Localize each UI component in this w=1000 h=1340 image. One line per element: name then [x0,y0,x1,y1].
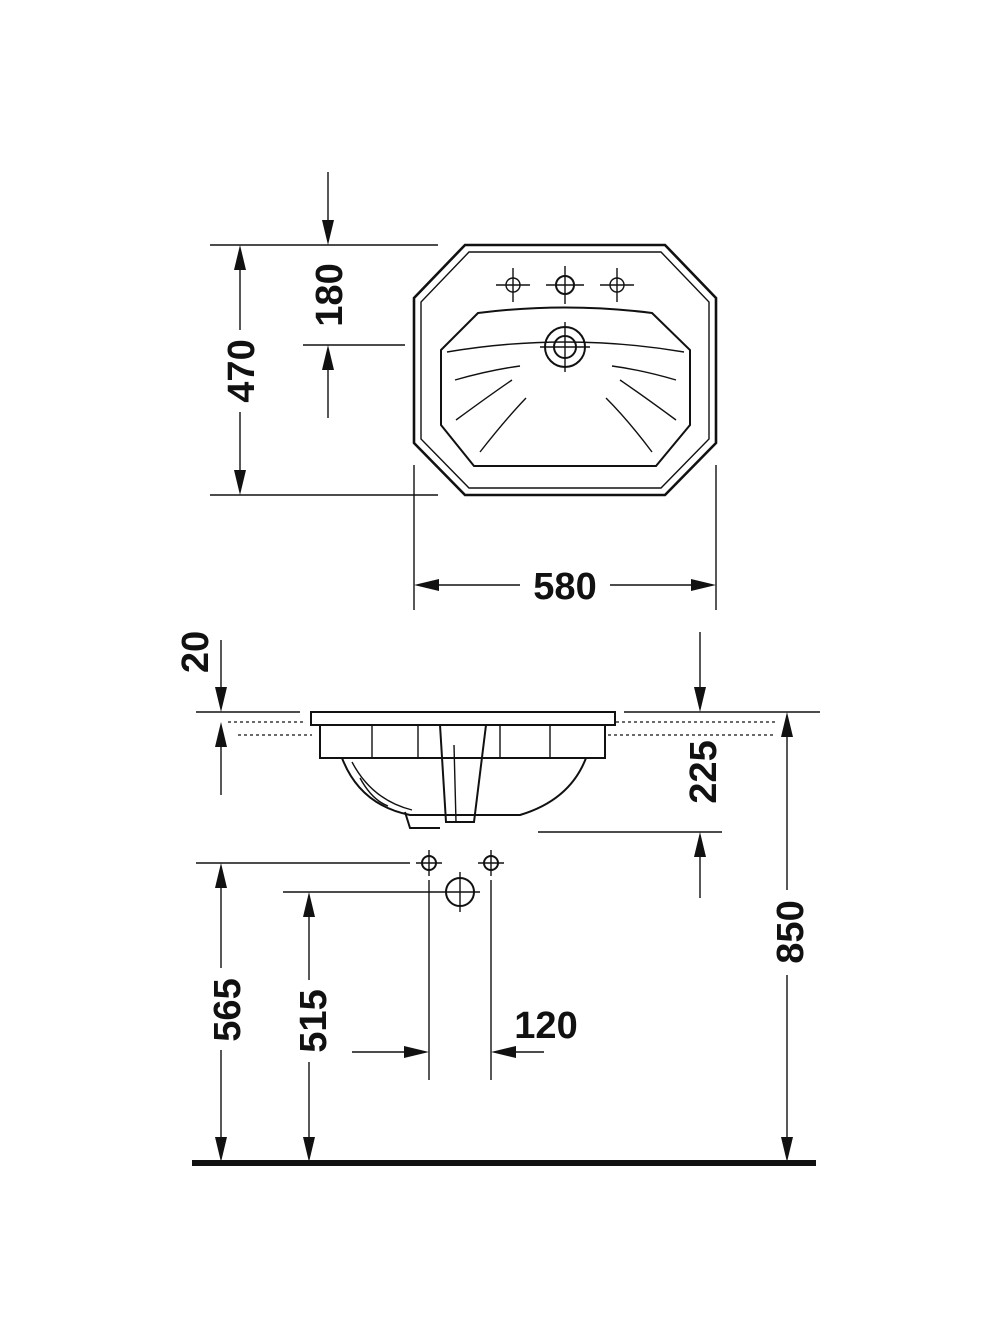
basin-outline-outer [412,243,718,497]
dimension-20: 20 [175,631,227,795]
dimension-580: 580 [414,566,716,608]
bowl-underside [341,757,587,816]
bowl-outline [440,306,691,467]
tap-hole-right-icon [600,268,634,302]
dimension-850: 850 [770,712,812,1162]
dimension-515: 515 [293,892,335,1162]
tap-connection-right-icon [478,850,504,876]
dimension-565-label: 565 [207,978,249,1041]
dimension-120-label: 120 [514,1005,577,1047]
basin-rim [310,711,616,726]
dimension-470-label: 470 [221,339,263,402]
tap-connection-left-icon [416,850,442,876]
dimension-180: 180 [309,172,351,418]
top-view: 470 180 580 [210,172,718,610]
dimension-850-label: 850 [770,900,812,963]
dimension-515-label: 515 [293,989,335,1052]
overflow-channel [439,724,487,823]
dimension-120: 120 [352,1005,578,1058]
dimension-225-label: 225 [683,740,725,803]
dimension-565: 565 [207,863,249,1162]
dimension-580-label: 580 [533,566,596,608]
basin-body [319,725,606,759]
waste-connection-icon [440,872,480,912]
overflow-icon [540,322,590,372]
front-view: 20 225 [175,631,820,1166]
basin-outline-inner [420,251,710,489]
bowl-shading [454,365,677,453]
dimension-225: 225 [538,632,725,898]
tap-hole-center-icon [546,266,584,304]
dimension-20-label: 20 [175,631,217,673]
dimension-180-label: 180 [309,263,351,326]
dimension-470: 470 [221,245,263,495]
tap-hole-left-icon [496,268,530,302]
